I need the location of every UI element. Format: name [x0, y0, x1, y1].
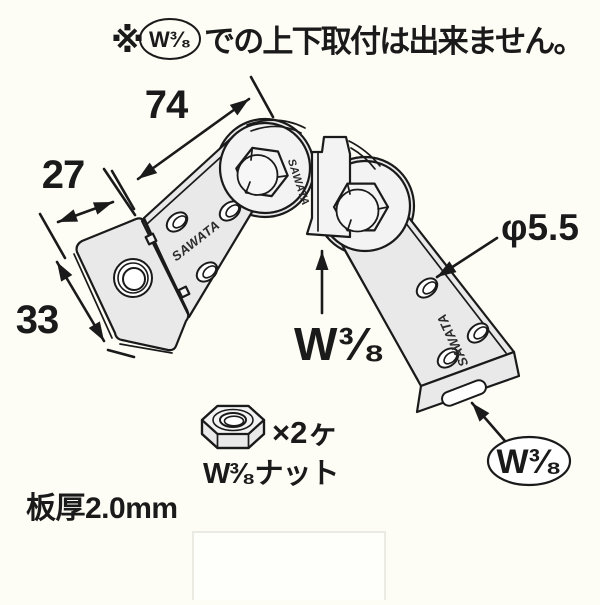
small-hole-inner: [422, 281, 437, 295]
nut-quantity-label: ×2ヶ: [272, 415, 338, 450]
nut-hole-inner: [223, 415, 245, 427]
note-text: での上下取付は出来ません。: [204, 24, 583, 59]
center-bolt-label: W³⁄₈: [294, 318, 386, 370]
hex-facet-lines: [245, 147, 289, 194]
dim-74-tick-upper: [249, 75, 275, 119]
hole-diameter-label: φ5.5: [501, 207, 579, 248]
dim-33-tick-lower: [106, 348, 136, 359]
dim-74-tick-lower: [110, 169, 136, 211]
small-hole: [466, 322, 490, 344]
small-hole-inner: [443, 351, 458, 365]
center-bolt-callout: W³⁄₈: [294, 249, 386, 370]
note-circled-ellipse: [139, 18, 201, 60]
faint-adjacent-image-edge: [193, 532, 385, 605]
small-hole: [415, 277, 439, 299]
right-arm-holes: [415, 277, 490, 369]
small-hole: [436, 347, 460, 369]
end-slot-hole: [441, 379, 487, 407]
left-arm-holes: [165, 200, 242, 283]
left-end-plate: [73, 217, 191, 354]
dim-33-line: [55, 260, 106, 343]
small-hole-inner: [172, 215, 187, 229]
dim-27-label: 27: [42, 153, 85, 197]
hex-bolt-right: [332, 182, 390, 233]
bend-tab: [144, 232, 158, 246]
small-hole-inner: [473, 326, 488, 340]
dimension-33: 33: [16, 260, 136, 359]
joint-top-edges: [246, 119, 381, 170]
note-circled-label: W³⁄₈: [149, 27, 191, 52]
small-hole: [165, 211, 189, 233]
dim-74-label: 74: [145, 83, 189, 127]
faint-adjacent-image-edge-outline: [192, 531, 386, 605]
nut-side-outline: [200, 418, 266, 450]
plate-bolt-hole-ring: [117, 262, 149, 294]
plate-thickness-label: 板厚2.0mm: [26, 492, 178, 525]
right-arm-edge-detail-2: [344, 250, 419, 381]
top-note: ※ W³⁄₈ での上下取付は出来ません。: [111, 18, 584, 60]
hole-diameter-callout: φ5.5: [435, 207, 579, 279]
small-hole: [195, 261, 219, 283]
dim-27-line: [56, 200, 115, 224]
plate-thickness-edge: [119, 343, 173, 354]
dim-33-label: 33: [16, 298, 59, 342]
dimension-74: 74: [110, 75, 275, 211]
dim-27-tick-upper: [102, 167, 137, 217]
nut-name-label: W³⁄₈ナット: [203, 458, 338, 490]
small-hole-inner: [225, 204, 240, 218]
bend-tab: [177, 285, 191, 299]
note-prefix: ※: [111, 22, 144, 60]
small-hole-inner: [202, 265, 217, 279]
plate-bolt-hole: [122, 267, 146, 291]
dim-27-tick-lower: [38, 212, 67, 260]
end-slot-label: W³⁄₈: [496, 443, 561, 481]
dimension-27: 27: [38, 153, 137, 260]
hole-diameter-arrow: [435, 236, 499, 279]
nut-side-edges: [216, 433, 250, 449]
end-slot-arrow: [470, 401, 507, 443]
dim-74-line: [136, 97, 251, 181]
hex-bolt-dome: [335, 188, 380, 233]
hex-facet-lines: [346, 182, 389, 232]
end-slot-callout: W³⁄₈: [470, 401, 572, 487]
nut-chamfer-ring: [212, 408, 254, 432]
end-slot-callout-ellipse: [486, 435, 572, 487]
nut-illustration: [200, 404, 266, 450]
hex-bolt-dome: [236, 154, 279, 196]
